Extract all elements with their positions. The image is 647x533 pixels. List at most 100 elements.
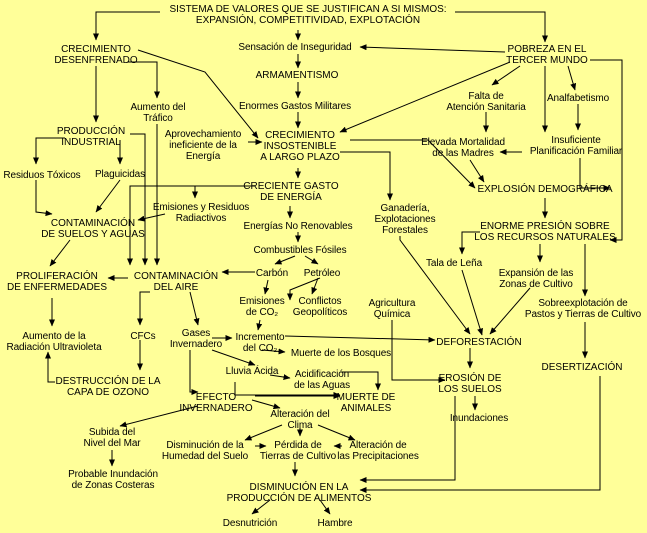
edge-petroleo-to-conflictos bbox=[311, 277, 319, 295]
node-creciente-gasto: CRECIENTE GASTO DE ENERGÍA bbox=[243, 181, 339, 203]
edge-efecto-to-subida bbox=[119, 405, 199, 428]
node-destruccion-ozono: DESTRUCCIÓN DE LA CAPA DE OZONO bbox=[55, 376, 161, 398]
edge-desertizacion-to-disminucion bbox=[359, 376, 601, 493]
node-lluvia-acida: Lluvia Ácida bbox=[225, 366, 279, 377]
edge-pobreza-to-analfabetismo bbox=[567, 65, 577, 91]
edge-combustibles-to-carbon bbox=[274, 255, 296, 265]
edge-erosion-to-disminucion bbox=[359, 396, 456, 483]
node-petroleo: Petróleo bbox=[303, 268, 341, 279]
edge-mortalidad-to-explosion bbox=[469, 159, 485, 183]
node-emisiones-co2: Emisiones de CO₂ bbox=[239, 296, 285, 318]
edge-produccion-to-aire bbox=[130, 133, 148, 266]
edge-lluvia-to-muerte-animales bbox=[234, 382, 341, 398]
node-explosion-demografica: EXPLOSIÓN DEMOGRÁFICA bbox=[477, 184, 613, 195]
edge-crecimiento-to-insostenible bbox=[137, 49, 259, 139]
node-erosion: EROSIÓN DE LOS SUELOS bbox=[438, 373, 502, 395]
node-aumento-trafico: Aumento del Tráfico bbox=[130, 102, 186, 124]
edge-aire-to-cfcs bbox=[137, 291, 150, 326]
title-valores: SISTEMA DE VALORES QUE SE JUSTIFICAN A S… bbox=[169, 4, 447, 26]
node-elevada-mortalidad: Elevada Mortalidad de las Madres bbox=[421, 137, 505, 159]
node-cfcs: CFCs bbox=[130, 331, 156, 342]
edge-ozono-to-radiacion bbox=[45, 351, 55, 383]
edge-disminucion-to-desnutricion bbox=[251, 499, 271, 515]
node-inundaciones: Inundaciones bbox=[449, 413, 509, 424]
node-combustibles-fosiles: Combustibles Fósiles bbox=[253, 245, 347, 256]
node-efecto-invernadero: EFECTO INVERNADERO bbox=[179, 392, 253, 414]
edge-presion-to-tala bbox=[459, 231, 480, 255]
edge-emisiones-to-suelos bbox=[137, 213, 166, 222]
edge-suelos-to-proliferacion bbox=[49, 239, 71, 267]
edge-gases-to-efecto bbox=[189, 350, 199, 395]
node-analfabetismo: Analfabetismo bbox=[546, 93, 610, 104]
edge-pobreza-to-sensacion bbox=[359, 44, 506, 53]
node-disminucion-produccion: DISMINUCIÓN EN LA PRODUCCIÓN DE ALIMENTO… bbox=[226, 482, 372, 504]
node-carbon: Carbón bbox=[255, 268, 289, 279]
edge-gasto-to-aire-a bbox=[127, 185, 255, 266]
node-gases-invernadero: Gases Invernadero bbox=[169, 328, 223, 350]
node-sensacion-inseguridad: Sensación de Inseguridad bbox=[238, 42, 352, 53]
edge-ganaderia-to-deforestacion bbox=[399, 236, 471, 335]
edge-tala-to-deforestacion bbox=[461, 269, 483, 336]
node-residuos-toxicos: Residuos Tóxicos bbox=[3, 170, 81, 181]
edge-expansion-to-deforestacion bbox=[489, 287, 531, 335]
node-falta-atencion: Falta de Atención Sanitaria bbox=[446, 91, 526, 113]
node-aprovechamiento: Aprovechamiento ineficiente de la Energí… bbox=[164, 129, 242, 162]
edge-produccion-to-residuos bbox=[33, 137, 65, 165]
edge-title-to-pobreza bbox=[455, 11, 548, 43]
edge-acidificacion-to-animales bbox=[340, 371, 381, 391]
node-deforestacion: DEFORESTACIÓN bbox=[436, 337, 522, 348]
node-subida-mar: Subida del Nivel del Mar bbox=[83, 427, 141, 449]
edge-incremento-to-muerte-bosques bbox=[261, 348, 286, 355]
node-expansion-zonas: Expansión de las Zonas de Cultivo bbox=[498, 268, 574, 290]
edge-clima-to-humedad bbox=[244, 424, 283, 441]
node-ganaderia: Ganadería, Explotaciones Forestales bbox=[374, 203, 436, 236]
node-enorme-presion: ENORME PRESIÓN SOBRE LOS RECURSOS NATURA… bbox=[474, 221, 616, 243]
node-insuficiente-planificacion: Insuficiente Planificación Familiar bbox=[529, 135, 623, 157]
node-alteracion-clima: Alteración del Clima bbox=[270, 409, 330, 431]
node-aumento-radiacion: Aumento de la Radiación Ultravioleta bbox=[6, 331, 102, 353]
edge-clima-to-precipitaciones bbox=[317, 424, 356, 441]
node-proliferacion: PROLIFERACIÓN DE ENFERMEDADES bbox=[6, 271, 108, 293]
edge-petroleo-to-emisiones bbox=[287, 277, 321, 301]
node-hambre: Hambre bbox=[317, 518, 353, 529]
node-acidificacion: Acidificación de las Aguas bbox=[293, 369, 351, 391]
edge-emisiones-to-incremento bbox=[256, 319, 263, 331]
node-plaguicidas: Plaguicidas bbox=[94, 169, 146, 180]
node-disminucion-humedad: Disminución de la Humedad del Suelo bbox=[161, 440, 249, 462]
edge-aire-to-gases bbox=[189, 291, 200, 326]
edge-insostenible-to-ganaderia bbox=[340, 151, 393, 201]
node-desertizacion: DESERTIZACIÓN bbox=[541, 362, 623, 373]
edge-pobreza-to-falta bbox=[491, 65, 521, 86]
node-probable-inundacion: Probable Inundación de Zonas Costeras bbox=[68, 469, 158, 491]
edge-insostenible-to-explosion bbox=[350, 139, 476, 189]
edge-gases-to-lluvia bbox=[211, 349, 256, 366]
node-conflictos: Conflictos Geopolíticos bbox=[292, 296, 348, 318]
edge-residuos-to-suelos bbox=[35, 180, 53, 217]
edge-pobreza-to-presion bbox=[590, 59, 623, 243]
node-tala-lena: Tala de Leña bbox=[425, 258, 483, 269]
node-enormes-gastos: Enormes Gastos Militares bbox=[238, 101, 352, 112]
node-alteracion-precipitaciones: Alteración de las Precipitaciones bbox=[337, 440, 419, 462]
node-armamentismo: ARMAMENTISMO bbox=[255, 70, 339, 81]
edge-title-to-crecimiento bbox=[93, 11, 160, 41]
node-pobreza: POBREZA EN EL TERCER MUNDO bbox=[506, 44, 588, 66]
node-muerte-bosques: Muerte de los Bosques bbox=[290, 348, 392, 359]
edge-lluvia-to-acidificacion bbox=[269, 374, 291, 381]
node-produccion-industrial: PRODUCCIÓN INDUSTRIAL bbox=[56, 126, 126, 148]
edge-crecimiento-to-trafico bbox=[128, 61, 160, 99]
edge-incremento-to-deforestacion bbox=[284, 335, 436, 343]
edge-insuficiente-to-explosion bbox=[579, 158, 611, 191]
node-crecimiento-desenfrenado: CRECIMIENTO DESENFRENADO bbox=[54, 44, 138, 66]
edge-efecto-to-clima bbox=[251, 399, 281, 410]
node-desnutricion: Desnutrición bbox=[222, 518, 278, 529]
node-sobreexplotacion: Sobreexplotación de Pastos y Tierras de … bbox=[524, 298, 642, 320]
edge-pobreza-to-insostenible bbox=[339, 61, 511, 133]
edge-carbon-to-emisiones bbox=[263, 279, 270, 295]
edge-disminucion-to-hambre bbox=[319, 499, 331, 515]
edge-combustibles-to-petroleo bbox=[304, 255, 319, 265]
node-energias-no-renovables: Energías No Renovables bbox=[243, 221, 353, 232]
node-agricultura-quimica: Agricultura Química bbox=[368, 298, 416, 320]
edge-plaguicidas-to-suelos bbox=[95, 179, 121, 213]
